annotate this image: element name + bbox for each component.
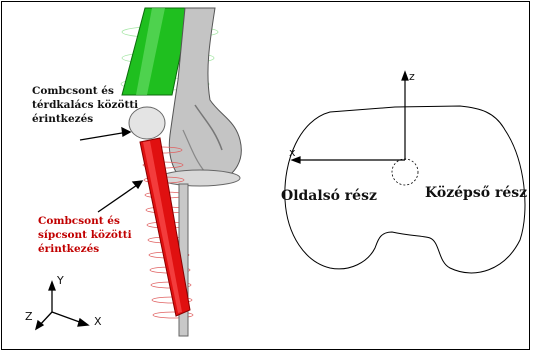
tibia-plateau xyxy=(160,170,240,186)
label-arrows xyxy=(80,128,142,212)
axis-x-label: X xyxy=(94,315,102,328)
coordinate-axes-left xyxy=(36,282,88,329)
axis-y-label: Y xyxy=(57,274,64,287)
medial-side-label: Középső rész xyxy=(425,185,527,201)
femur-tibia-label: Combcsont és sípcsont közötti érintkezés xyxy=(38,214,132,256)
femur-patella-label: Combcsont és térdkalács közötti érintkez… xyxy=(32,84,138,126)
plateau-axis-x-label: x xyxy=(289,146,296,159)
lateral-side-label: Oldalsó rész xyxy=(281,188,377,204)
axis-z-label: Z xyxy=(25,310,33,323)
coordinate-axes-right xyxy=(292,72,408,163)
plateau-axis-z-label: z xyxy=(409,70,415,83)
plateau-center-circle xyxy=(392,159,418,185)
